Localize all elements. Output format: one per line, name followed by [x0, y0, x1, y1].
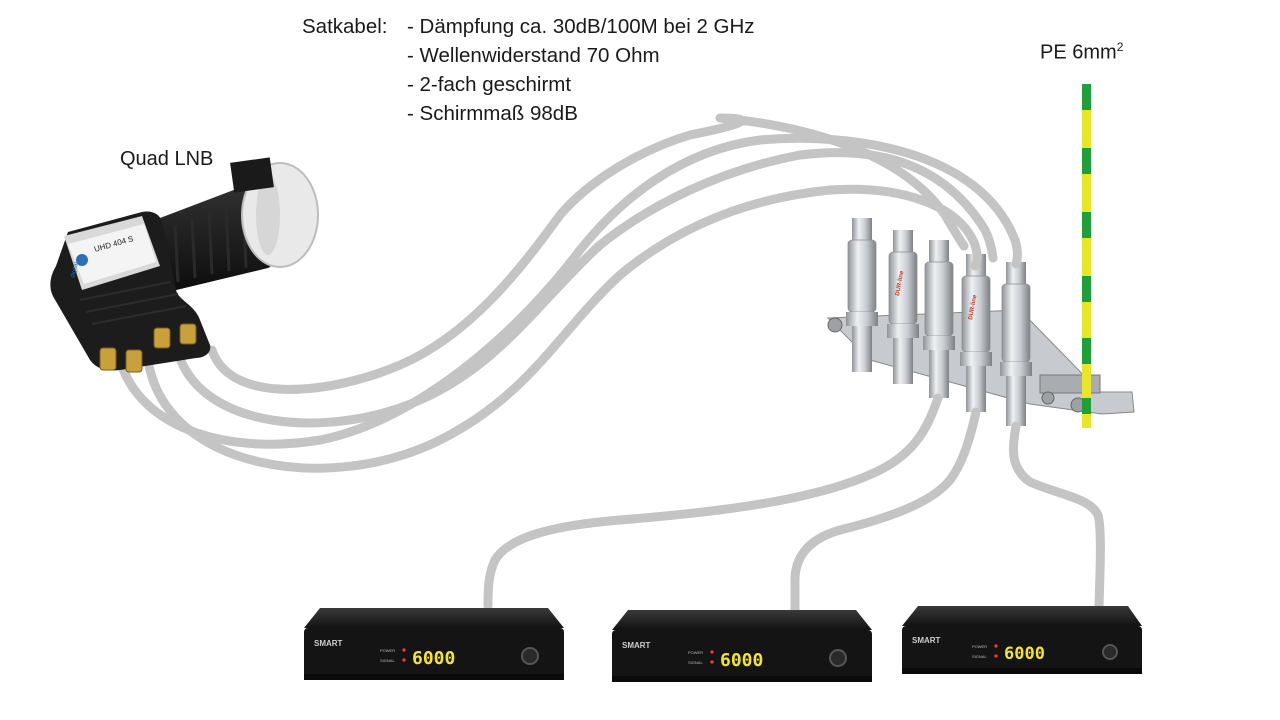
- pe-label-superscript: 2: [1116, 40, 1124, 54]
- receiver-1: SMART POWER SIGNAL 6000: [304, 608, 564, 680]
- receiver-3-brand: SMART: [912, 636, 941, 645]
- protector-brand-2: DUR-line: [895, 270, 905, 297]
- receiver-1-display: 6000: [412, 648, 455, 669]
- quad-lnb: UHD 404 S digital: [50, 157, 319, 373]
- ground-screw-mid: [1041, 391, 1055, 405]
- lnb-label: Quad LNB: [120, 148, 214, 170]
- receiver-1-led-power: POWER: [380, 648, 395, 653]
- surge-protector-1: [846, 218, 878, 372]
- receiver-2-display: 6000: [720, 650, 763, 671]
- coax-lnb-to-protector-3: [143, 184, 982, 473]
- coax-protector-to-receiver-1: [483, 393, 943, 611]
- receiver-2-led-power: POWER: [688, 650, 703, 655]
- receiver-1-led-signal: SIGNAL: [380, 658, 395, 663]
- pe-label-text: PE 6mm: [1040, 41, 1117, 64]
- coax-cables: [115, 113, 1105, 617]
- lnb-brand-label: digital: [70, 262, 80, 279]
- surge-protector-5: [1000, 262, 1032, 426]
- lnb-connectors: [99, 323, 197, 373]
- cable-note-item: - Schirmmaß 98dB: [407, 102, 578, 125]
- receiver-3-led-power: POWER: [972, 644, 987, 649]
- coax-lnb-to-protector-1: [207, 113, 969, 394]
- protector-brand-4: DUR-line: [968, 294, 978, 321]
- cable-note-item: - 2-fach geschirmt: [407, 73, 572, 96]
- surge-protector-2: [887, 230, 919, 384]
- cable-note-row: Satkabel: - Dämpfung ca. 30dB/100M bei 2…: [302, 12, 755, 41]
- pe-label: PE 6mm2: [1040, 40, 1123, 65]
- surge-protector-3: [923, 240, 955, 398]
- receiver-3-led-signal: SIGNAL: [972, 654, 987, 659]
- receiver-2-brand: SMART: [622, 641, 651, 650]
- cable-note-row: - 2-fach geschirmt: [302, 70, 755, 99]
- receiver-3-display: 6000: [1004, 644, 1045, 664]
- cable-note-item: - Dämpfung ca. 30dB/100M bei 2 GHz: [407, 15, 755, 38]
- coax-protector-to-receiver-3: [1008, 421, 1105, 612]
- cable-note-item: - Wellenwiderstand 70 Ohm: [407, 44, 660, 67]
- coax-lnb-to-protector-2: [173, 148, 998, 428]
- receiver-2: SMART POWER SIGNAL 6000: [612, 610, 872, 682]
- cable-note-row: - Wellenwiderstand 70 Ohm: [302, 41, 755, 70]
- ground-screw-left: [827, 317, 843, 333]
- coax-lnb-to-protector-4: [115, 133, 1022, 449]
- cable-notes-heading: Satkabel:: [302, 15, 388, 38]
- receiver-1-brand: SMART: [314, 639, 343, 648]
- coax-protector-to-receiver-2: [790, 407, 981, 617]
- cable-note-row: - Schirmmaß 98dB: [302, 99, 755, 128]
- pe-ground-wire: [1082, 84, 1091, 428]
- receiver-3: SMART POWER SIGNAL 6000: [902, 606, 1142, 674]
- receiver-2-led-signal: SIGNAL: [688, 660, 703, 665]
- cable-notes: Satkabel: - Dämpfung ca. 30dB/100M bei 2…: [302, 12, 755, 128]
